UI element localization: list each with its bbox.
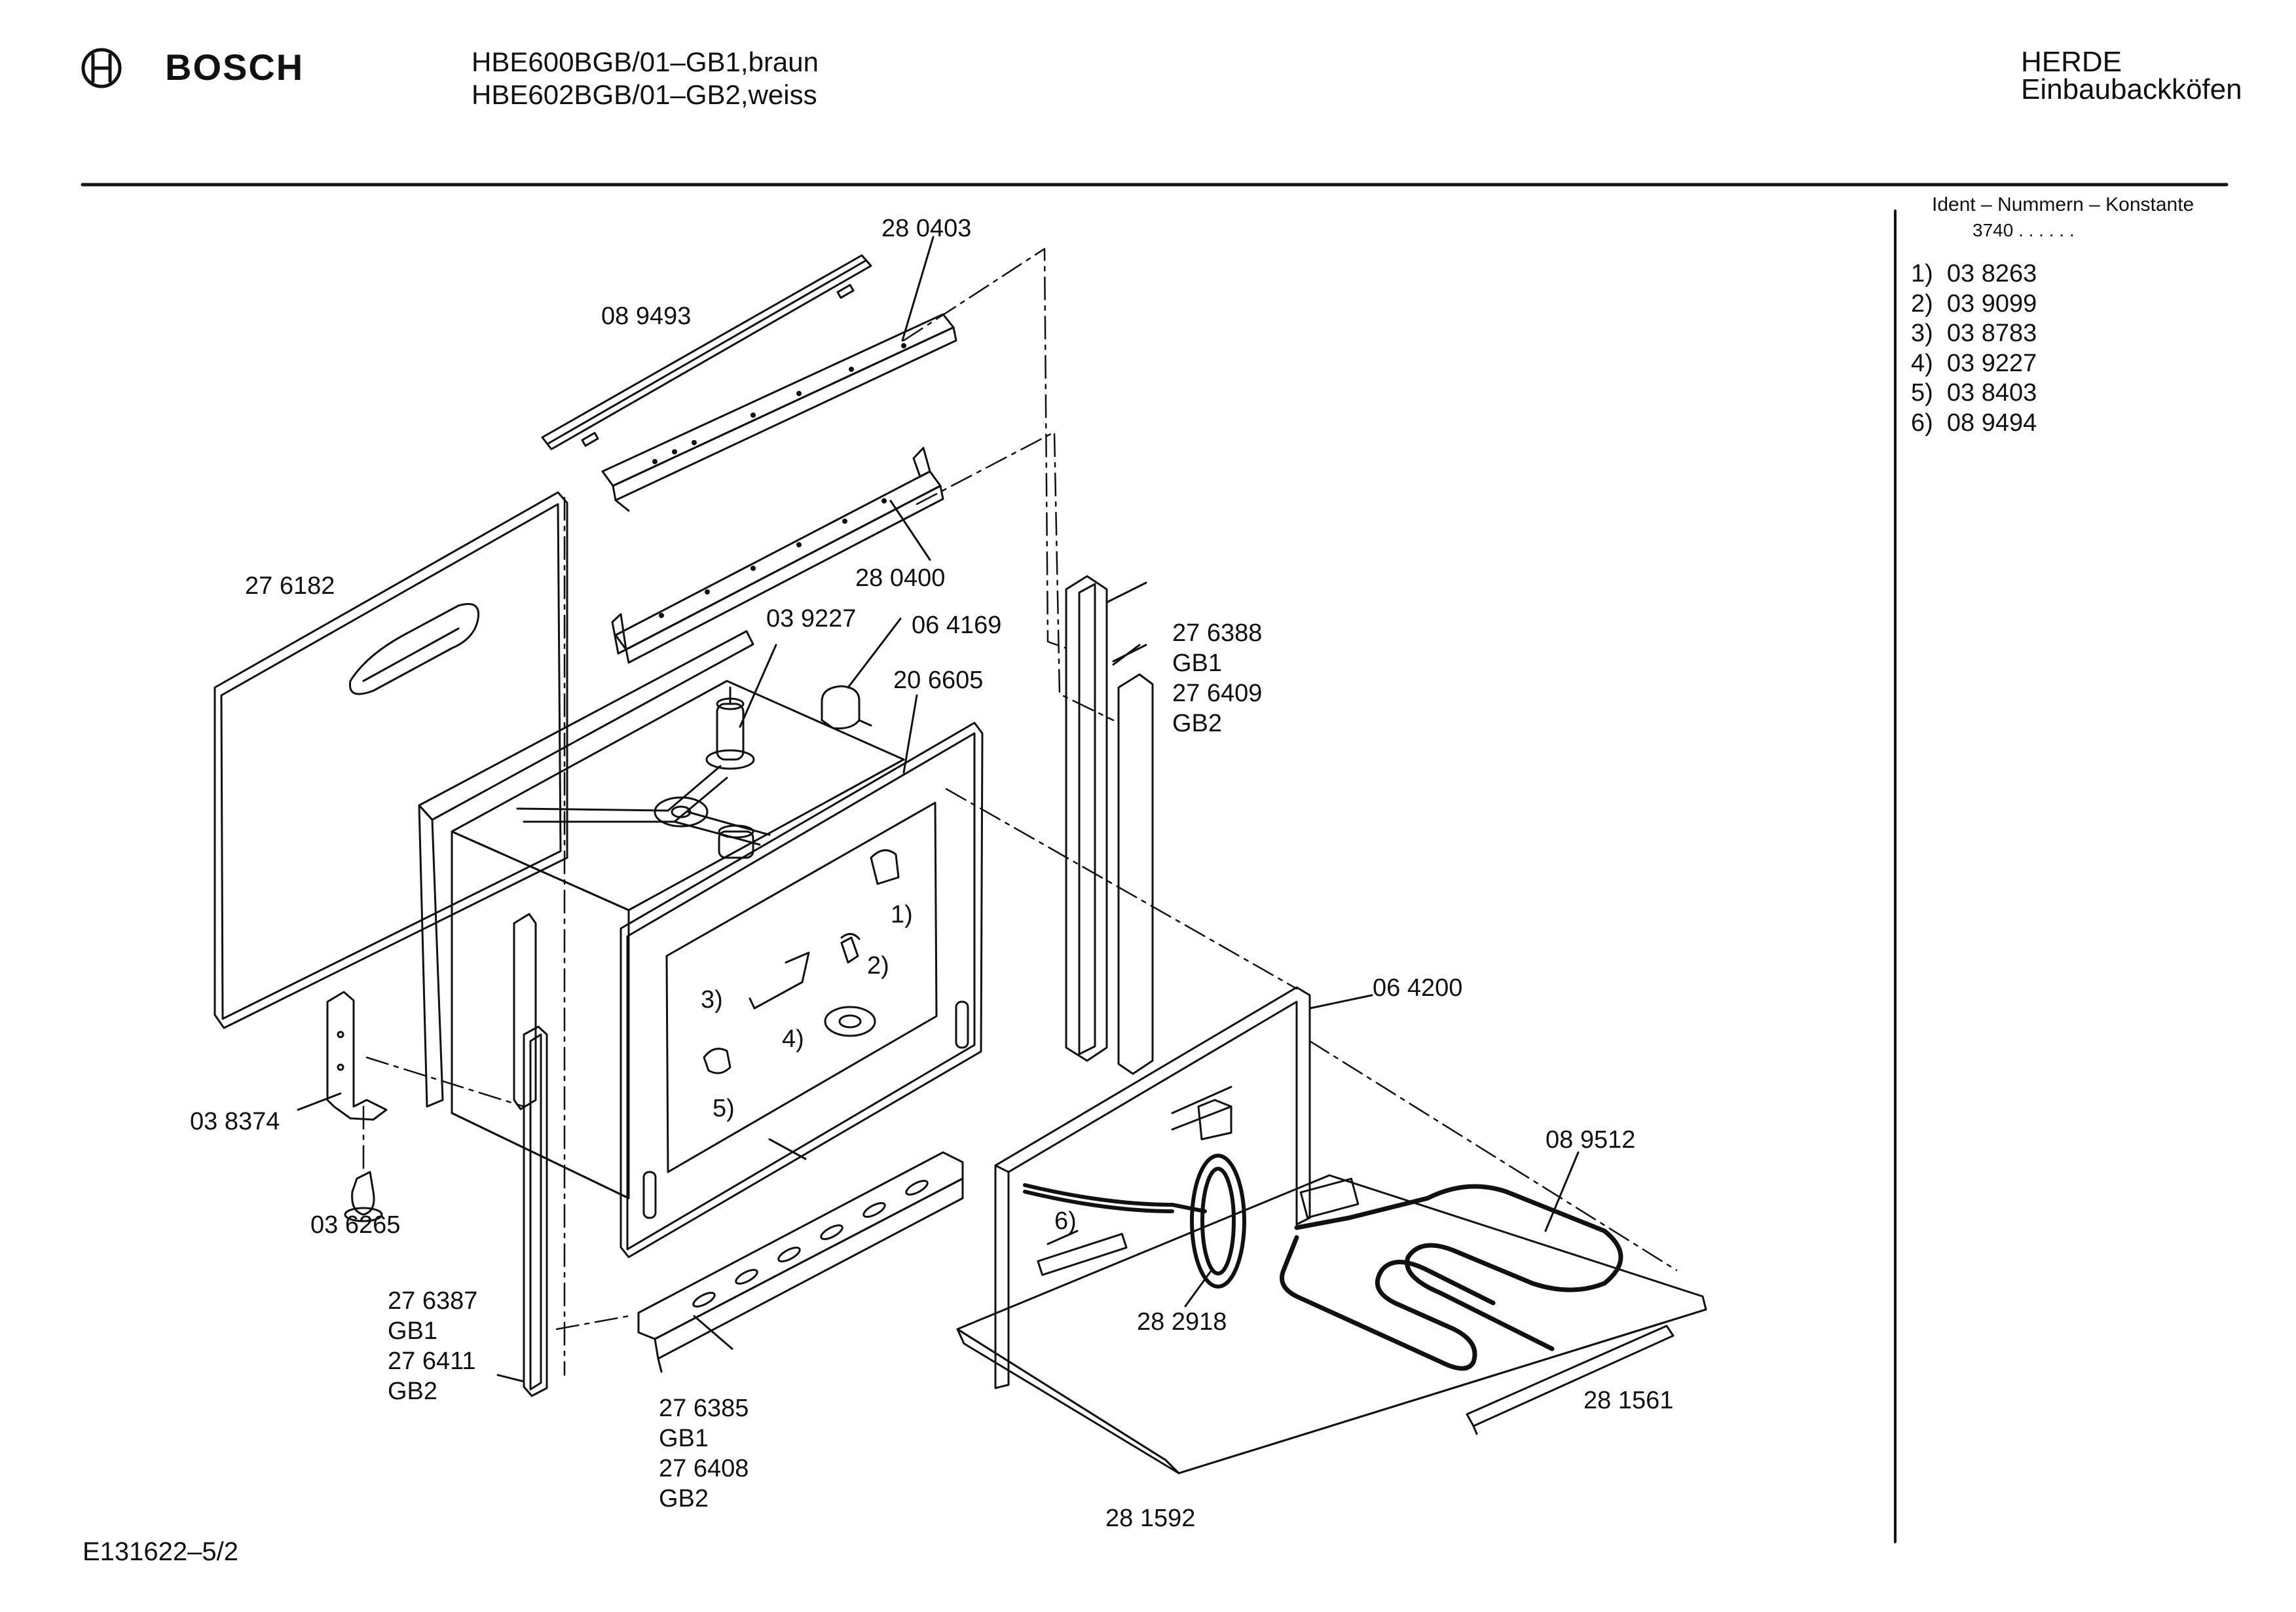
assembly-lines bbox=[363, 249, 1676, 1375]
label-280403: 28 0403 bbox=[881, 215, 972, 242]
callout-2: 2) bbox=[867, 952, 889, 980]
label-281592: 28 1592 bbox=[1105, 1505, 1196, 1532]
label-276385: 27 6385 GB1 27 6408 GB2 bbox=[659, 1395, 749, 1512]
part-276388-right-rail bbox=[1066, 576, 1153, 1074]
ident-item: 1) 03 8263 bbox=[1911, 260, 2037, 287]
part-276387-left-rail bbox=[498, 914, 547, 1396]
lamp-cover-icon bbox=[822, 686, 871, 729]
part-oven-muffle bbox=[419, 631, 904, 1198]
ident-panel-constant: 3740 . . . . . . bbox=[1972, 220, 2075, 240]
callout-5: 5) bbox=[713, 1095, 735, 1122]
label-281561: 28 1561 bbox=[1583, 1387, 1674, 1414]
callout-6: 6) bbox=[1054, 1207, 1077, 1235]
part-280403-rail bbox=[602, 314, 956, 511]
label-206605: 20 6605 bbox=[893, 667, 984, 694]
label-064200: 06 4200 bbox=[1373, 974, 1463, 1002]
callout-4: 4) bbox=[782, 1025, 804, 1053]
part-280400-rail bbox=[612, 448, 943, 663]
leader-lines bbox=[298, 237, 1578, 1349]
part-206605-front-frame bbox=[621, 723, 982, 1257]
ident-list: 1) 03 8263 2) 03 9099 3) 03 8783 4) 03 9… bbox=[1911, 259, 2037, 438]
part-281592-tray bbox=[957, 1175, 1706, 1473]
ident-item: 6) 08 9494 bbox=[1911, 409, 2037, 437]
fan-star-icon bbox=[517, 766, 769, 845]
part-038374-bracket bbox=[327, 992, 386, 1120]
label-036265: 03 6265 bbox=[310, 1211, 401, 1239]
part-276385-bottom-rail bbox=[639, 1152, 963, 1372]
lamp-holder-icon bbox=[707, 687, 754, 858]
model-line-1: HBE600BGB/01–GB1,braun bbox=[472, 46, 819, 77]
label-280400: 28 0400 bbox=[855, 564, 946, 592]
part-089512-heating-element bbox=[1282, 1179, 1621, 1368]
category: HERDE bbox=[2021, 46, 2122, 78]
brand-name: BOSCH bbox=[165, 46, 305, 88]
subcategory: Einbaubackköfen bbox=[2021, 73, 2242, 105]
label-089512: 08 9512 bbox=[1546, 1126, 1636, 1154]
label-276182: 27 6182 bbox=[245, 572, 335, 600]
label-064169: 06 4169 bbox=[912, 612, 1002, 639]
label-089493: 08 9493 bbox=[601, 302, 692, 330]
part-089493-strip bbox=[542, 255, 871, 449]
part-276182-side-panel bbox=[215, 492, 567, 1028]
callout-1: 1) bbox=[891, 901, 913, 928]
bosch-armature-icon bbox=[83, 50, 120, 86]
model-line-2: HBE602BGB/01–GB2,weiss bbox=[472, 79, 817, 110]
callout-3: 3) bbox=[701, 986, 723, 1014]
ident-panel-title: Ident – Nummern – Konstante bbox=[1932, 194, 2194, 215]
part-064200-frame bbox=[995, 987, 1310, 1388]
label-039227: 03 9227 bbox=[766, 605, 857, 632]
label-276388: 27 6388 GB1 27 6409 GB2 bbox=[1172, 619, 1263, 737]
label-282918: 28 2918 bbox=[1137, 1308, 1227, 1336]
part-281561-rail bbox=[1467, 1326, 1673, 1434]
ident-item: 2) 03 9099 bbox=[1911, 289, 2037, 318]
part-036265-clip bbox=[345, 1172, 382, 1221]
label-276387: 27 6387 GB1 27 6411 GB2 bbox=[388, 1287, 478, 1405]
part-282918-heating-coil bbox=[1025, 1087, 1244, 1287]
ident-item: 4) 03 9227 bbox=[1911, 349, 2037, 377]
ident-item: 5) 03 8403 bbox=[1911, 379, 2037, 407]
drawing-number: E131622–5/2 bbox=[83, 1537, 239, 1566]
ident-item: 3) 03 8783 bbox=[1911, 320, 2037, 347]
label-038374: 03 8374 bbox=[190, 1108, 280, 1135]
